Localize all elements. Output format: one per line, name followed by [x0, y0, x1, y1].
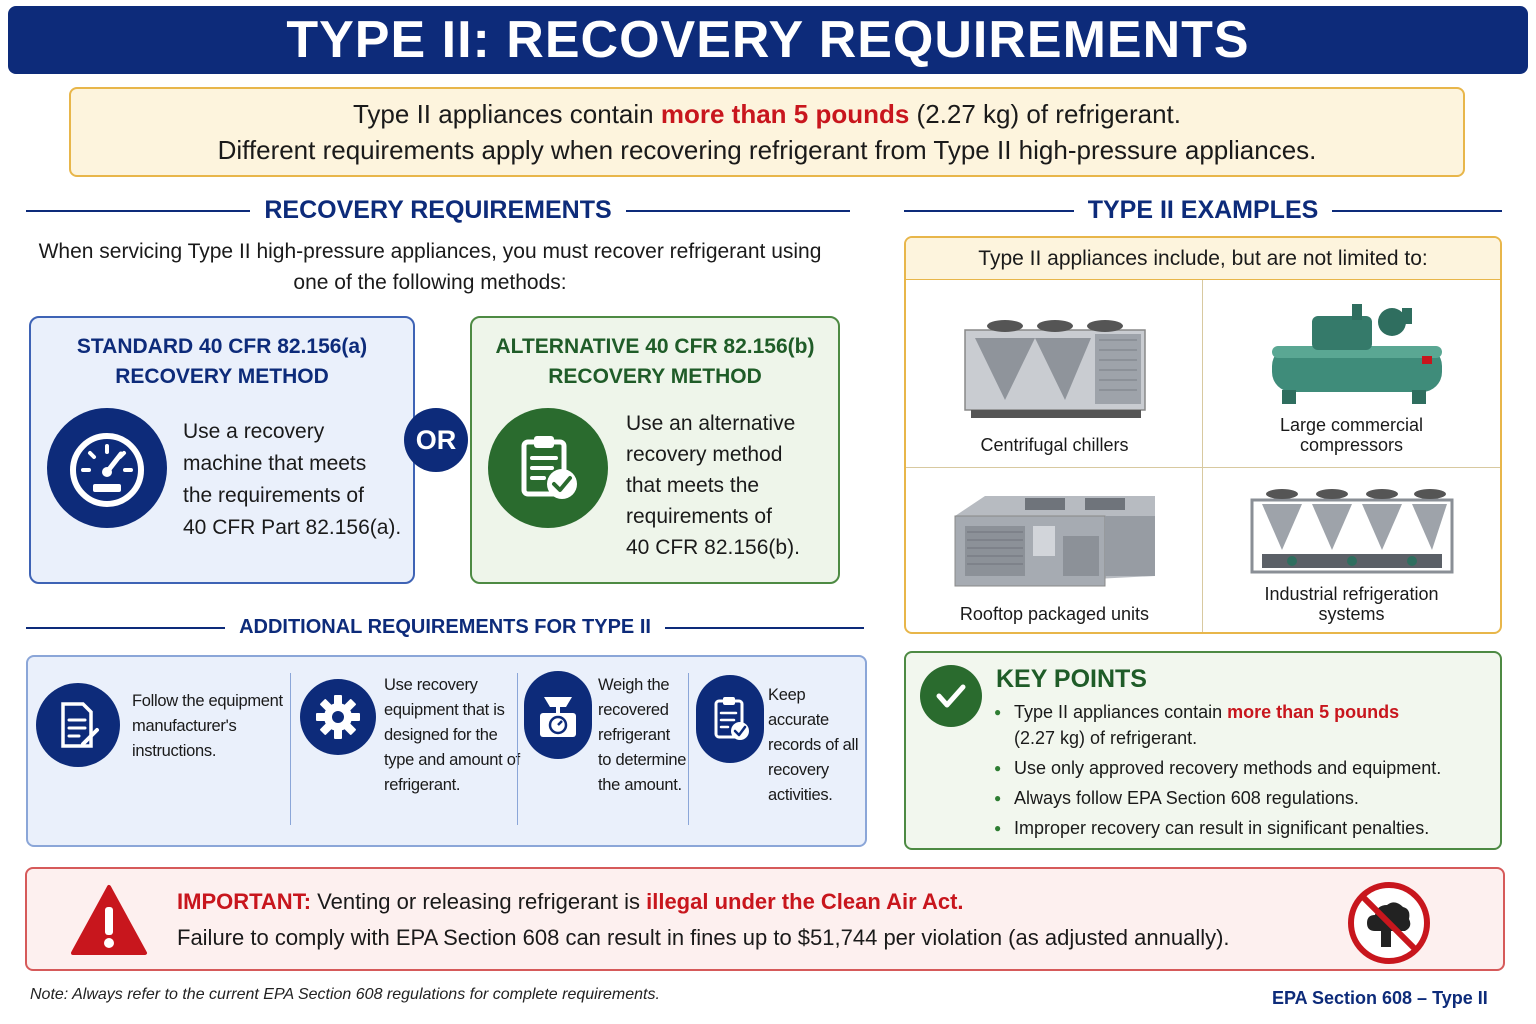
- checkmark-icon: [920, 665, 982, 727]
- heading-rule: [625, 209, 850, 212]
- intro-line-1: Type II appliances contain more than 5 p…: [352, 99, 1182, 129]
- important-line-2: Failure to comply with EPA Section 608 c…: [177, 925, 1230, 950]
- warning-icon: [71, 885, 147, 955]
- additional-item-3-text: Weigh the recovered refrigerant to deter…: [598, 676, 687, 794]
- example-caption: Rooftop packaged units: [959, 604, 1150, 624]
- item-separator: [290, 673, 291, 825]
- document-pen-icon: [36, 683, 120, 767]
- list-item: Improper recovery can result in signific…: [994, 815, 1494, 841]
- list-item: Use only approved recovery methods and e…: [994, 755, 1494, 781]
- clipboard-check-icon: [696, 675, 764, 763]
- footnote: Note: Always refer to the current EPA Se…: [30, 986, 660, 1003]
- additional-item-2-text: Use recovery equipment that is designed …: [384, 676, 520, 794]
- additional-item-4-text: Keep accurate records of all recovery ac…: [768, 686, 859, 804]
- key-points-box: KEY POINTS Type II appliances contain mo…: [904, 651, 1502, 850]
- alternative-method-card: ALTERNATIVE 40 CFR 82.156(b) RECOVERY ME…: [470, 316, 840, 584]
- example-caption: Centrifugal chillers: [980, 435, 1129, 455]
- important-line-1: IMPORTANT: Venting or releasing refriger…: [177, 889, 964, 914]
- compressor-icon: [1271, 304, 1442, 404]
- important-box: IMPORTANT: Venting or releasing refriger…: [25, 867, 1505, 971]
- examples-heading: TYPE II EXAMPLES: [904, 196, 1503, 225]
- refrigeration-system-icon: [1250, 489, 1453, 574]
- example-industrial-refrigeration-systems: Industrial refrigeration systems: [1203, 468, 1500, 632]
- alternative-method-title: ALTERNATIVE 40 CFR 82.156(b) RECOVERY ME…: [495, 335, 815, 388]
- intro-box: Type II appliances contain more than 5 p…: [69, 87, 1465, 177]
- additional-item-1-text: Follow the equipment manufacturer's inst…: [132, 692, 283, 760]
- footer-tag: EPA Section 608 – Type II: [1272, 988, 1488, 1008]
- intro-highlight: more than 5 pounds: [660, 99, 910, 129]
- page-title: TYPE II: RECOVERY REQUIREMENTS: [286, 11, 1250, 69]
- examples-intro: Type II appliances include, but are not …: [906, 238, 1500, 280]
- no-venting-icon: [1348, 882, 1430, 964]
- heading-rule: [26, 209, 251, 212]
- alternative-method-text: Use an alternative recovery method that …: [626, 412, 800, 559]
- intro-line-2: Different requirements apply when recove…: [217, 135, 1317, 165]
- item-separator: [688, 673, 689, 825]
- rooftop-unit-icon: [954, 496, 1155, 587]
- recovery-description: When servicing Type II high-pressure app…: [38, 240, 822, 294]
- example-caption: Large commercial compressors: [1279, 415, 1424, 455]
- recovery-heading: RECOVERY REQUIREMENTS: [26, 196, 850, 225]
- important-label: IMPORTANT:: [177, 889, 312, 914]
- heading-rule: [26, 626, 226, 629]
- heading-rule: [1332, 209, 1503, 212]
- or-badge: OR: [404, 408, 468, 472]
- key-points-title: KEY POINTS: [996, 665, 1147, 693]
- chiller-icon: [963, 320, 1146, 418]
- title-banner: TYPE II: RECOVERY REQUIREMENTS: [8, 6, 1528, 74]
- grid-divider: [906, 467, 1500, 468]
- list-item: Type II appliances contain more than 5 p…: [994, 699, 1494, 751]
- key-points-list: Type II appliances contain more than 5 p…: [994, 699, 1494, 845]
- example-caption: Industrial refrigeration systems: [1264, 584, 1439, 624]
- example-large-commercial-compressors: Large commercial compressors: [1203, 280, 1500, 467]
- scale-icon: [524, 671, 592, 759]
- example-centrifugal-chillers: Centrifugal chillers: [906, 280, 1203, 467]
- standard-method-text: Use a recovery machine that meets the re…: [183, 420, 402, 539]
- standard-method-title: STANDARD 40 CFR 82.156(a) RECOVERY METHO…: [76, 335, 368, 388]
- additional-heading: ADDITIONAL REQUIREMENTS FOR TYPE II: [26, 616, 864, 639]
- grid-divider: [1202, 280, 1203, 632]
- item-separator: [517, 673, 518, 825]
- examples-box: Type II appliances include, but are not …: [904, 236, 1502, 634]
- example-rooftop-packaged-units: Rooftop packaged units: [906, 468, 1203, 632]
- gauge-icon: [47, 408, 167, 528]
- heading-rule: [904, 209, 1074, 212]
- additional-requirements-box: Follow the equipment manufacturer's inst…: [26, 655, 867, 847]
- heading-rule: [664, 626, 864, 629]
- list-item: Always follow EPA Section 608 regulation…: [994, 785, 1494, 811]
- standard-method-card: STANDARD 40 CFR 82.156(a) RECOVERY METHO…: [29, 316, 415, 584]
- gear-icon: [300, 679, 376, 755]
- clipboard-check-icon: [488, 408, 608, 528]
